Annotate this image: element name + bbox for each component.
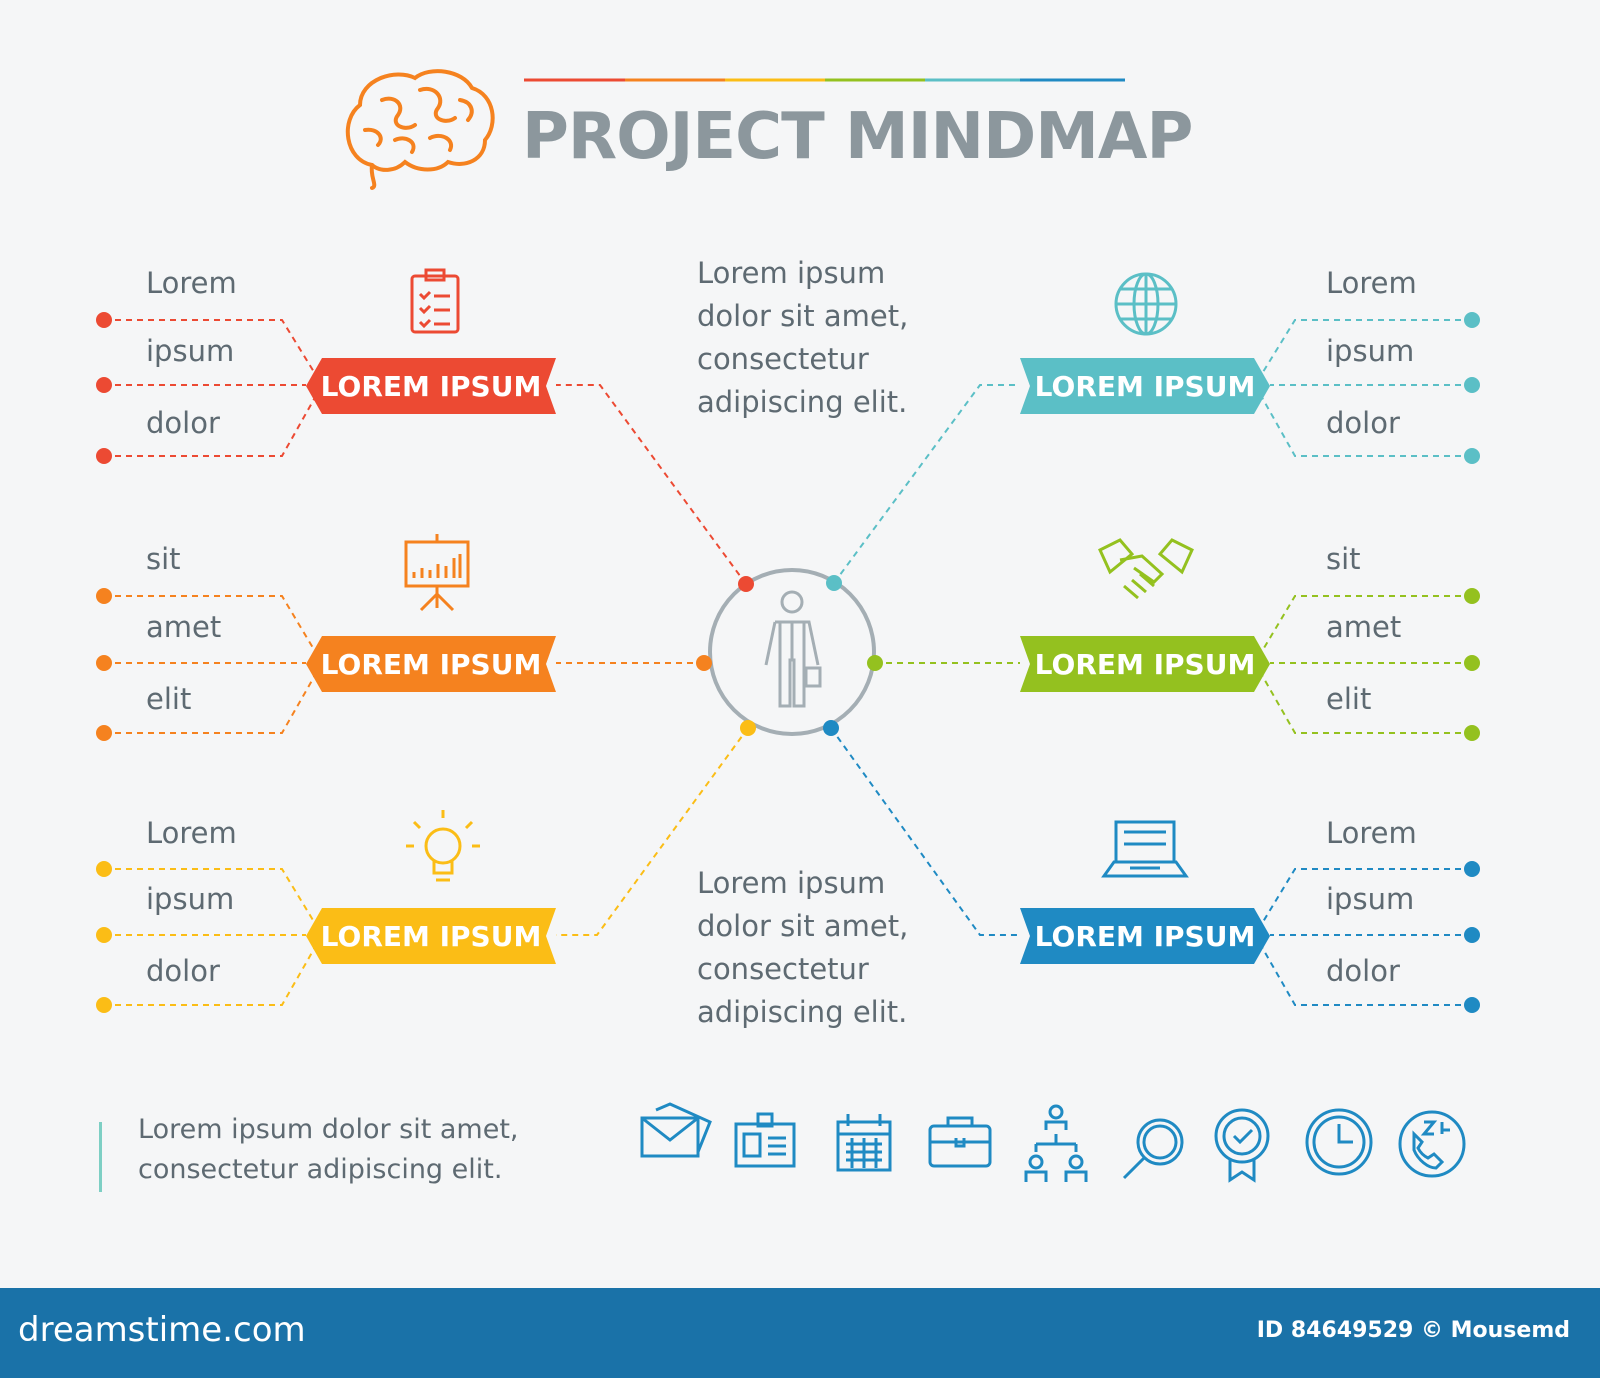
- hub-circle: [708, 568, 876, 736]
- page-title: PROJECT MINDMAP: [522, 100, 1193, 174]
- clock-icon: [1305, 1108, 1373, 1176]
- site-logo-text[interactable]: dreamstime.com: [18, 1310, 306, 1350]
- id-badge-icon: [734, 1112, 796, 1168]
- leaf-right-top-1: Lorem: [1326, 266, 1417, 300]
- person-icon: [764, 590, 822, 708]
- leaf-right-bottom-3: dolor: [1326, 954, 1400, 988]
- leaf-dots: [96, 312, 1480, 1013]
- leaf-right-bottom-1: Lorem: [1326, 816, 1417, 850]
- lightbulb-icon: [406, 810, 480, 882]
- leaf-right-middle-1: sit: [1326, 542, 1361, 576]
- leaf-left-middle-1: sit: [146, 542, 181, 576]
- banner-left-top: LOREM IPSUM: [306, 358, 556, 414]
- leaf-left-top-1: Lorem: [146, 266, 237, 300]
- leaf-left-middle-2: amet: [146, 610, 222, 644]
- note-accent-bar: [99, 1122, 102, 1192]
- org-chart-icon: [1024, 1104, 1088, 1182]
- globe-icon: [1114, 272, 1178, 336]
- leaf-left-bottom-3: dolor: [146, 954, 220, 988]
- leaf-right-top-2: ipsum: [1326, 334, 1415, 368]
- leaf-right-bottom-2: ipsum: [1326, 882, 1415, 916]
- brain-icon: [345, 69, 495, 190]
- image-id-text: ID 84649529 © Mousemd: [1256, 1318, 1570, 1343]
- banner-right-middle: LOREM IPSUM: [1020, 636, 1270, 692]
- banner-left-middle: LOREM IPSUM: [306, 636, 556, 692]
- leaf-left-bottom-1: Lorem: [146, 816, 237, 850]
- calendar-icon: [836, 1114, 892, 1172]
- clipboard-icon: [410, 268, 460, 334]
- leaf-left-bottom-2: ipsum: [146, 882, 235, 916]
- mail-icon: [640, 1102, 712, 1158]
- leaf-left-top-2: ipsum: [146, 334, 235, 368]
- footer-bar: dreamstime.com ID 84649529 © Mousemd: [0, 1288, 1600, 1378]
- banner-right-bottom: LOREM IPSUM: [1020, 908, 1270, 964]
- briefcase-icon: [928, 1116, 992, 1168]
- leaf-right-middle-2: amet: [1326, 610, 1402, 644]
- banner-right-top: LOREM IPSUM: [1020, 358, 1270, 414]
- laptop-icon: [1101, 820, 1189, 878]
- magnifier-icon: [1122, 1118, 1184, 1180]
- leaf-left-middle-3: elit: [146, 682, 192, 716]
- leaf-right-top-3: dolor: [1326, 406, 1400, 440]
- leaf-left-top-3: dolor: [146, 406, 220, 440]
- center-text-bottom: Lorem ipsum dolor sit amet, consectetur …: [697, 866, 909, 1029]
- banner-left-bottom: LOREM IPSUM: [306, 908, 556, 964]
- footer-note: Lorem ipsum dolor sit amet, consectetur …: [138, 1114, 519, 1185]
- handshake-icon: [1098, 538, 1194, 600]
- award-badge-icon: [1214, 1108, 1270, 1183]
- center-text-top: Lorem ipsum dolor sit amet, consectetur …: [697, 256, 909, 419]
- support-24-7-icon: [1398, 1110, 1466, 1178]
- leaf-right-middle-3: elit: [1326, 682, 1372, 716]
- presentation-board-icon: [404, 534, 470, 612]
